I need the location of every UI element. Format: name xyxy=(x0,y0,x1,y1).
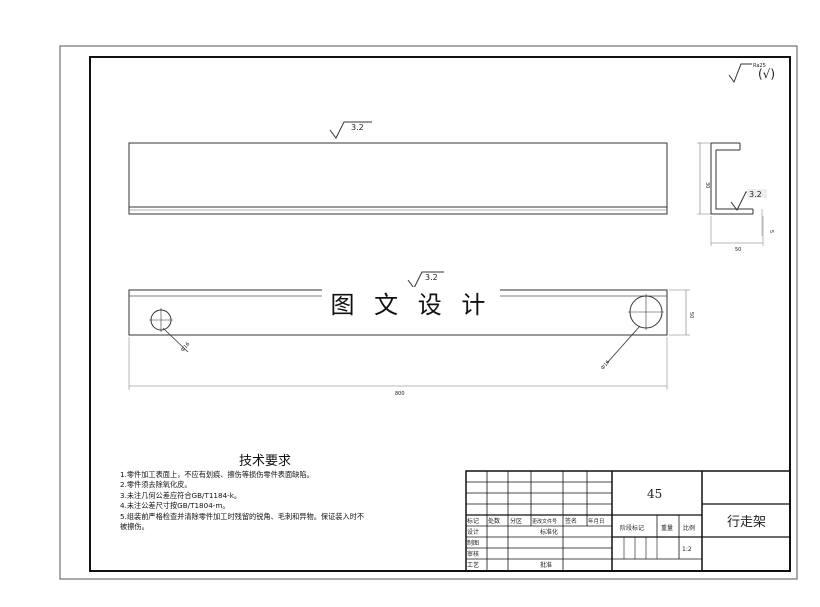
right-hole-dim: Ф16 xyxy=(600,359,611,371)
tech-item: 1.零件加工表面上，不应有划痕、擦伤等损伤零件表面缺陷。 xyxy=(120,469,314,479)
weight-label: 重量 xyxy=(661,524,673,532)
overall-length-dim: 800 xyxy=(395,391,405,397)
title-block-text: 标记 处数 分区 更改文件号 签名 年月日 设计 制图 审核 工艺 标准化 批准… xyxy=(467,487,766,569)
tech-item: 3.未注几何公差应符合GB/T1184-k。 xyxy=(120,490,242,500)
tech-item: 5.组装前严格检查并清除零件加工时残留的锐角、毛刺和异物。保证装入时不 xyxy=(120,511,365,521)
watermark-text: 图 文 设 计 xyxy=(322,287,500,323)
paper-border xyxy=(59,45,798,580)
tech-requirements-title: 技术要求 xyxy=(238,454,291,469)
side-roughness-value: 3.2 xyxy=(749,190,762,199)
row-process: 工艺 xyxy=(467,561,479,569)
tech-item: 4.未注公差尺寸按GB/T1804-m。 xyxy=(120,501,230,510)
row-drafting: 制图 xyxy=(467,539,479,547)
approval-label: 批准 xyxy=(540,561,552,569)
top-roughness-symbol xyxy=(407,271,444,289)
standardization-label: 标准化 xyxy=(540,528,558,536)
stage-mark-label: 阶段标记 xyxy=(620,524,644,532)
side-width-dim: 50 xyxy=(735,247,741,253)
drawing-frame xyxy=(89,56,791,572)
tech-item: 2.零件须去除氧化皮。 xyxy=(120,480,192,489)
row-design: 设计 xyxy=(467,528,479,536)
title-block xyxy=(465,470,791,572)
scale-value: 1:2 xyxy=(682,546,692,553)
material-value: 45 xyxy=(647,487,662,501)
front-view: 3.2 xyxy=(128,121,668,215)
technical-requirements: 技术要求 1.零件加工表面上，不应有划痕、擦伤等损伤零件表面缺陷。 2.零件须去… xyxy=(120,455,440,533)
scale-label: 比例 xyxy=(683,524,695,532)
header-date: 年月日 xyxy=(588,517,605,525)
side-thickness-dim: 5 xyxy=(768,230,774,233)
general-roughness-symbol: Ra25 (√) xyxy=(728,63,775,84)
header-change-doc: 更改文件号 xyxy=(532,518,557,525)
side-view: 30 50 5 3.2 xyxy=(697,142,774,253)
front-roughness-value: 3.2 xyxy=(351,123,364,132)
side-height-dim: 30 xyxy=(704,182,710,188)
top-roughness-value: 3.2 xyxy=(425,273,438,282)
header-count: 处数 xyxy=(488,517,500,525)
header-zone: 分区 xyxy=(510,517,522,525)
row-review: 审核 xyxy=(467,550,479,558)
top-height-dim: 50 xyxy=(688,312,694,318)
header-mark: 标记 xyxy=(467,517,479,525)
general-roughness-text: (√) xyxy=(758,67,775,81)
front-roughness-symbol xyxy=(329,121,372,139)
part-name: 行走架 xyxy=(727,515,766,530)
svg-text:Ra25: Ra25 xyxy=(753,63,766,69)
left-hole-dim: Ф16 xyxy=(180,341,191,353)
tech-item: 被擦伤。 xyxy=(120,522,149,531)
header-signature: 签名 xyxy=(565,517,577,525)
